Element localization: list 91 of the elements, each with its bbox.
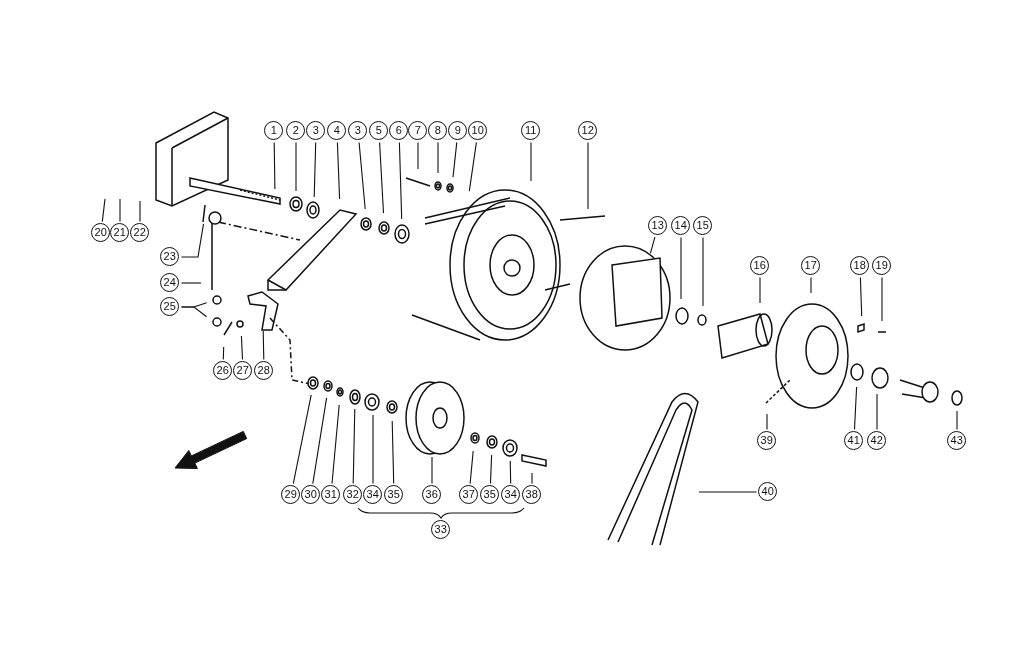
leader-line — [312, 397, 328, 485]
leader-line — [530, 141, 532, 182]
callout-number: 38 — [522, 485, 542, 505]
callout-number: 18 — [850, 256, 870, 276]
callout-number: 13 — [648, 216, 668, 236]
leader-line — [680, 236, 682, 300]
leader-line — [180, 282, 202, 284]
leader-line — [881, 276, 883, 322]
callout-number: 27 — [233, 361, 253, 381]
leader-line — [452, 141, 458, 178]
leader-line — [469, 450, 474, 485]
callout-number: 7 — [408, 121, 428, 141]
callout-number: 9 — [448, 121, 468, 141]
leader-line — [139, 200, 141, 223]
callout-number: 29 — [281, 485, 301, 505]
leader-line — [119, 198, 121, 223]
callout-number: 3 — [306, 121, 326, 141]
callout-number: 39 — [757, 431, 777, 451]
callout-number: 11 — [521, 121, 541, 141]
leader-line — [766, 413, 768, 431]
callout-number: 16 — [750, 256, 770, 276]
leader-line — [956, 410, 958, 431]
leader-line — [222, 346, 225, 361]
callout-number: 23 — [160, 247, 180, 267]
callout-number: 41 — [844, 431, 864, 451]
leader-line — [431, 456, 433, 485]
leader-line — [379, 141, 385, 214]
callout-number: 20 — [91, 223, 111, 243]
leader-line — [468, 141, 477, 192]
callout-number: 40 — [758, 482, 778, 502]
callout-number: 26 — [213, 361, 233, 381]
callout-number: 2 — [286, 121, 306, 141]
leader-line — [437, 141, 439, 174]
callout-number: 22 — [130, 223, 150, 243]
callout-number: 21 — [110, 223, 130, 243]
callout-number: 17 — [801, 256, 821, 276]
leader-line — [352, 408, 356, 485]
callout-number: 42 — [867, 431, 887, 451]
callout-number: 43 — [947, 431, 967, 451]
callout-number: 5 — [369, 121, 389, 141]
callout-number: 31 — [321, 485, 341, 505]
callout-number: 24 — [160, 273, 180, 293]
leader-line — [180, 223, 205, 258]
callout-number: 1 — [264, 121, 284, 141]
leader-line — [331, 404, 340, 485]
leader-line — [489, 454, 493, 485]
leader-line — [531, 472, 533, 485]
leader-line — [313, 141, 317, 198]
callout-number: 19 — [872, 256, 892, 276]
leader-line — [240, 335, 244, 361]
leader-line — [759, 276, 761, 304]
leader-line — [587, 141, 589, 210]
callout-number: 10 — [468, 121, 488, 141]
callout-number: 30 — [301, 485, 321, 505]
callout-number: 28 — [254, 361, 274, 381]
callout-number: 36 — [422, 485, 442, 505]
callout-number: 34 — [501, 485, 521, 505]
leader-line — [273, 141, 276, 190]
leader-line — [876, 393, 878, 431]
leader-line — [417, 141, 419, 170]
leader-line — [292, 394, 312, 485]
leader-line — [295, 141, 297, 192]
callout-number: 4 — [327, 121, 347, 141]
leader-line — [509, 460, 512, 485]
callout-number: 35 — [480, 485, 500, 505]
leader-line — [262, 330, 265, 361]
callout-number: 12 — [578, 121, 598, 141]
leader-line — [859, 276, 863, 317]
callout-number: 8 — [428, 121, 448, 141]
callout-number: 35 — [384, 485, 404, 505]
leader-line — [358, 141, 366, 210]
leader-line — [101, 198, 106, 223]
leader-line — [180, 306, 208, 318]
callout-number: 34 — [363, 485, 383, 505]
callout-number: 3 — [348, 121, 368, 141]
leader-line — [810, 276, 812, 294]
leader-line — [336, 141, 341, 200]
leader-line — [391, 420, 395, 485]
callout-number: 14 — [671, 216, 691, 236]
leader-line — [853, 386, 858, 431]
leader-line — [398, 141, 403, 220]
leader-line — [649, 236, 656, 254]
callout-number: 33 — [431, 520, 451, 540]
leader-line — [698, 491, 758, 493]
callout-number: 25 — [160, 297, 180, 317]
leader-line — [702, 236, 704, 307]
callout-number: 6 — [389, 121, 409, 141]
callout-number: 37 — [459, 485, 479, 505]
callout-number: 32 — [343, 485, 363, 505]
leader-line — [372, 414, 374, 485]
callout-number: 15 — [693, 216, 713, 236]
